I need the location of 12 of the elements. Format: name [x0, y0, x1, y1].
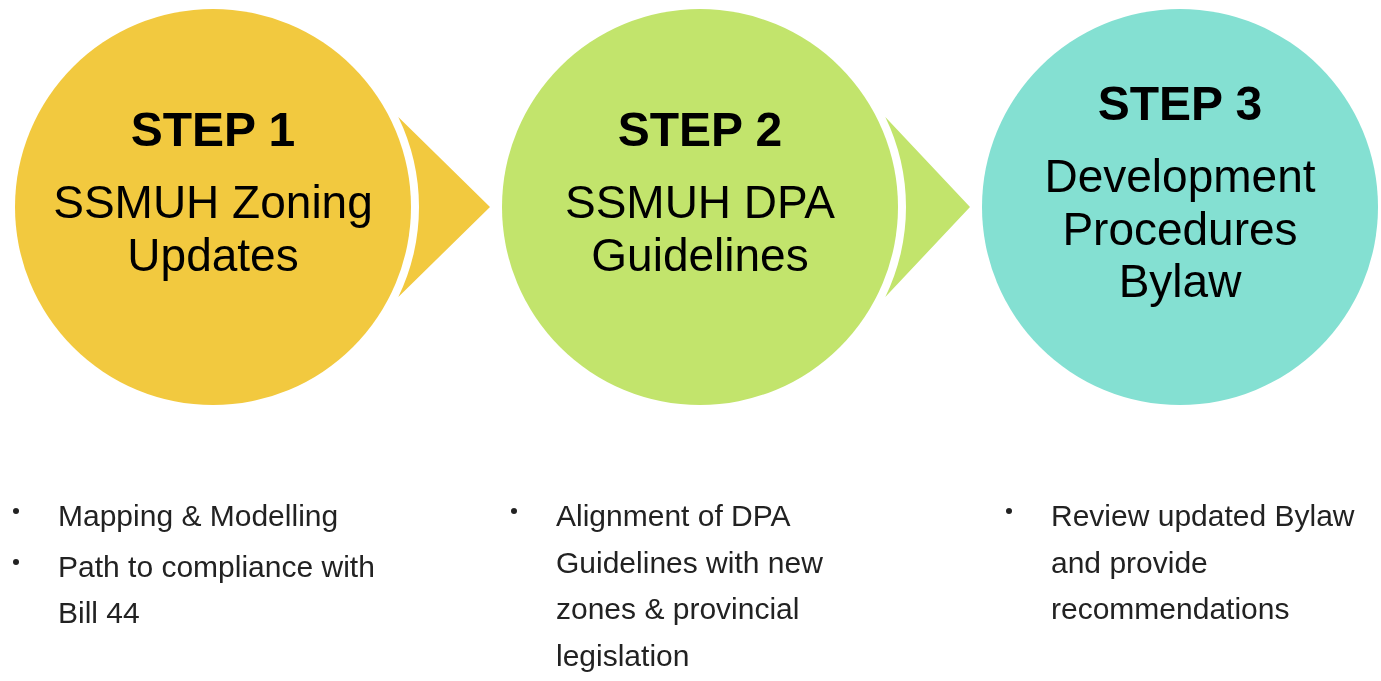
step-title: SSMUH DPA Guidelines	[563, 176, 837, 282]
bullet-text: Path to compliance with Bill 44	[58, 548, 376, 631]
step-number: STEP 3	[1097, 75, 1263, 132]
step-title: Development Procedures Bylaw	[1043, 149, 1317, 309]
chevron-arrow	[885, 117, 970, 297]
bullet-text: Alignment of DPA Guidelines with new zones & provincial legislation	[556, 498, 824, 674]
step-number: STEP 2	[617, 102, 783, 159]
step-title: SSMUH Zoning Updates	[52, 176, 374, 282]
bullet-text: Mapping & Modelling	[58, 498, 339, 534]
bullet-text: Review updated Bylaw and provide recommendations	[1051, 498, 1356, 627]
chevron-arrow	[398, 117, 490, 297]
step-number: STEP 1	[130, 102, 296, 159]
